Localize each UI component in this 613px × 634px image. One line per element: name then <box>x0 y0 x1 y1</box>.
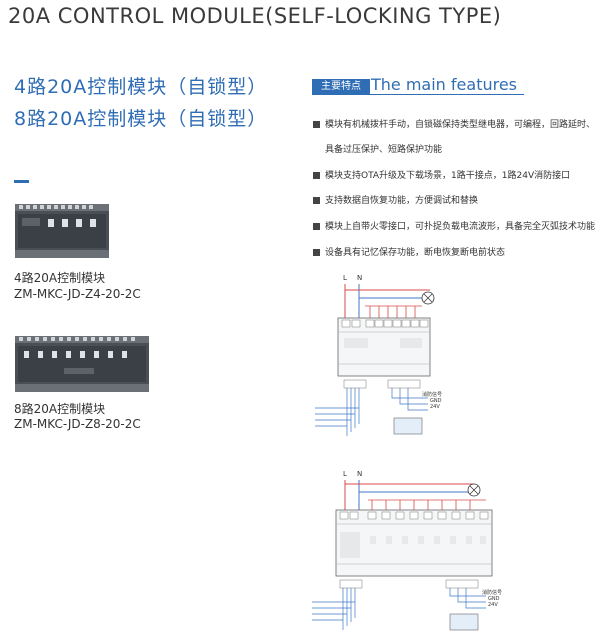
accent-divider <box>14 180 29 183</box>
product-image-4ch <box>15 204 109 258</box>
wiring-diagram-8ch: L N 消防信号 GND 24V <box>312 470 502 631</box>
feature-item: 模块有机械拨杆手动，自锁磁保持类型继电器，可编程，回路延时、 <box>313 117 595 130</box>
feature-item: 支持数据自恢复功能，方便调试和替换 <box>313 193 478 206</box>
bullet-square-icon <box>313 172 320 179</box>
product-model-4ch: ZM-MKC-JD-Z4-20-2C <box>14 287 141 301</box>
feature-item: 模块上自带火零接口，可扑捉负载电流波形，具备完全灭弧技术功能 <box>313 219 595 232</box>
diagram-label-n: N <box>357 470 362 478</box>
diagram-label-24v: 24V <box>488 602 498 608</box>
diagram-label-fire-signal: 消防信号 <box>482 589 502 596</box>
diagram-label-24v: 24V <box>430 404 440 410</box>
product-name-4ch: 4路20A控制模块 <box>14 271 106 285</box>
product-model-8ch: ZM-MKC-JD-Z8-20-2C <box>14 417 141 431</box>
features-tag: 主要特点 <box>312 79 370 94</box>
diagram-label-gnd: GND <box>488 596 500 602</box>
feature-item: 设备具有记忆保存功能，断电恢复断电前状态 <box>313 245 505 258</box>
bullet-square-icon <box>313 121 320 128</box>
diagram-label-gnd: GND <box>430 398 442 404</box>
features-heading: The main features <box>371 75 518 94</box>
diagram-label-l: L <box>343 470 347 478</box>
diagram-label-l: L <box>343 274 347 282</box>
diagram-label-fire-signal: 消防信号 <box>422 391 442 398</box>
wiring-diagram-4ch: L N 消防信号 GND 24V <box>315 274 442 436</box>
product-name-8ch: 8路20A控制模块 <box>14 402 106 416</box>
features-underline <box>312 94 524 95</box>
bullet-square-icon <box>313 249 320 256</box>
product-title-4ch: 4路20A控制模块（自锁型） <box>14 76 268 98</box>
product-title-8ch: 8路20A控制模块（自锁型） <box>14 108 268 130</box>
bullet-square-icon <box>313 223 320 230</box>
feature-item: 模块支持OTA升级及下载场景，1路干接点，1路24V消防接口 <box>313 168 570 181</box>
diagram-label-n: N <box>357 274 362 282</box>
feature-item-continuation: 具备过压保护、短路保护功能 <box>325 145 443 155</box>
page-title: 20A CONTROL MODULE(SELF-LOCKING TYPE) <box>8 4 502 28</box>
product-image-8ch <box>15 336 149 392</box>
bullet-square-icon <box>313 197 320 204</box>
